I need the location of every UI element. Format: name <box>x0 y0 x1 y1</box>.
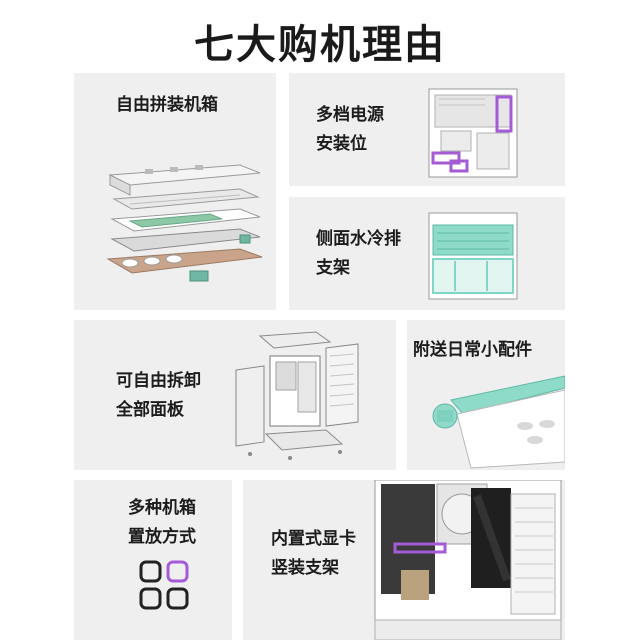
exploded-case-illustration <box>106 164 263 282</box>
feature-label-line1: 侧面水冷排 <box>316 229 401 249</box>
feature-panel-accessories: 附送日常小配件 <box>407 320 565 470</box>
feature-label-line2: 置放方式 <box>128 527 196 547</box>
feature-panel-psu-mount: 多档电源 安装位 <box>289 73 565 186</box>
feature-label-line2: 全部面板 <box>116 400 184 420</box>
feature-panel-free-assembly: 自由拼装机箱 <box>74 73 276 310</box>
accessory-illustration <box>432 375 565 469</box>
panel-removal-illustration <box>235 331 359 460</box>
feature-panel-radiator-bracket: 侧面水冷排 支架 <box>289 197 565 310</box>
feature-label-line1: 多种机箱 <box>128 498 196 518</box>
feature-label-line1: 多档电源 <box>316 105 384 125</box>
feature-label-line2: 安装位 <box>316 134 367 154</box>
layout-grid-icon <box>139 560 189 610</box>
feature-label: 自由拼装机箱 <box>116 95 218 115</box>
feature-label-line2: 竖装支架 <box>271 558 339 578</box>
psu-mount-illustration <box>428 88 518 178</box>
feature-label-line1: 内置式显卡 <box>271 529 356 549</box>
feature-panel-placement: 多种机箱 置放方式 <box>74 480 232 640</box>
page-title: 七大购机理由 <box>194 22 446 68</box>
feature-label: 附送日常小配件 <box>413 340 532 360</box>
radiator-bracket-illustration <box>428 212 518 300</box>
feature-panel-vertical-gpu: 内置式显卡 竖装支架 <box>243 480 565 640</box>
vertical-gpu-illustration <box>374 480 562 640</box>
feature-label-line1: 可自由拆卸 <box>116 371 201 391</box>
feature-panel-removable-panels: 可自由拆卸 全部面板 <box>74 320 396 470</box>
feature-label-line2: 支架 <box>316 258 350 278</box>
